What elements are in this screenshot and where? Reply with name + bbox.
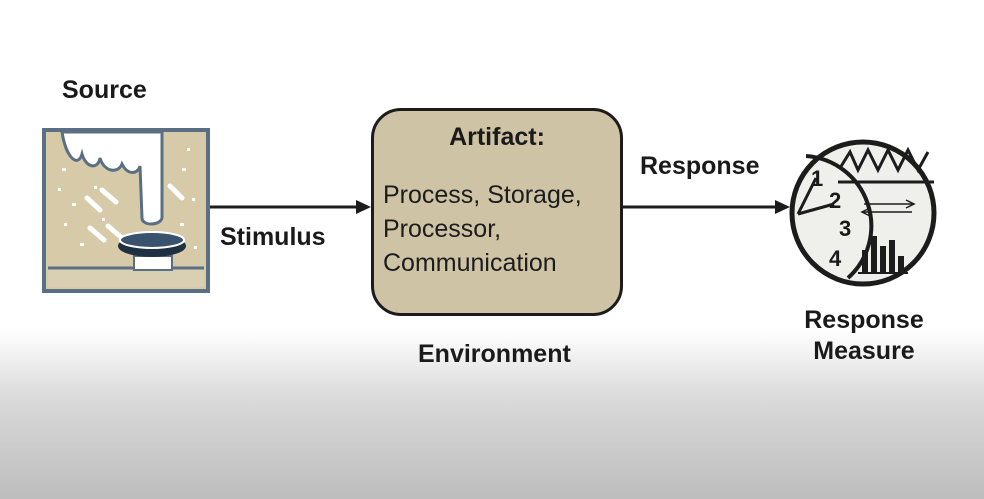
response-arrow: [623, 200, 790, 214]
hand-pressing-button-icon: [42, 128, 210, 293]
gauge-number-4: 4: [829, 246, 842, 271]
gauge-number-2: 2: [829, 188, 842, 213]
artifact-line: Communication: [383, 249, 557, 277]
gauge-number-1: 1: [811, 166, 824, 191]
clock-graph-gauge-icon: [789, 139, 937, 287]
stimulus-arrow: [208, 200, 371, 214]
stimulus-label: Stimulus: [220, 223, 326, 251]
artifact-line: Processor,: [383, 215, 502, 243]
source-label: Source: [62, 76, 147, 104]
response-label: Response: [640, 152, 760, 180]
artifact-line: Process, Storage,: [383, 181, 582, 209]
artifact-title: Artifact:: [449, 123, 545, 151]
gauge-number-3: 3: [839, 216, 852, 241]
response-measure-label: Response Measure: [804, 306, 924, 365]
environment-label: Environment: [418, 340, 571, 368]
artifact-box: Artifact: Process, Storage, Processor, C…: [371, 108, 623, 316]
